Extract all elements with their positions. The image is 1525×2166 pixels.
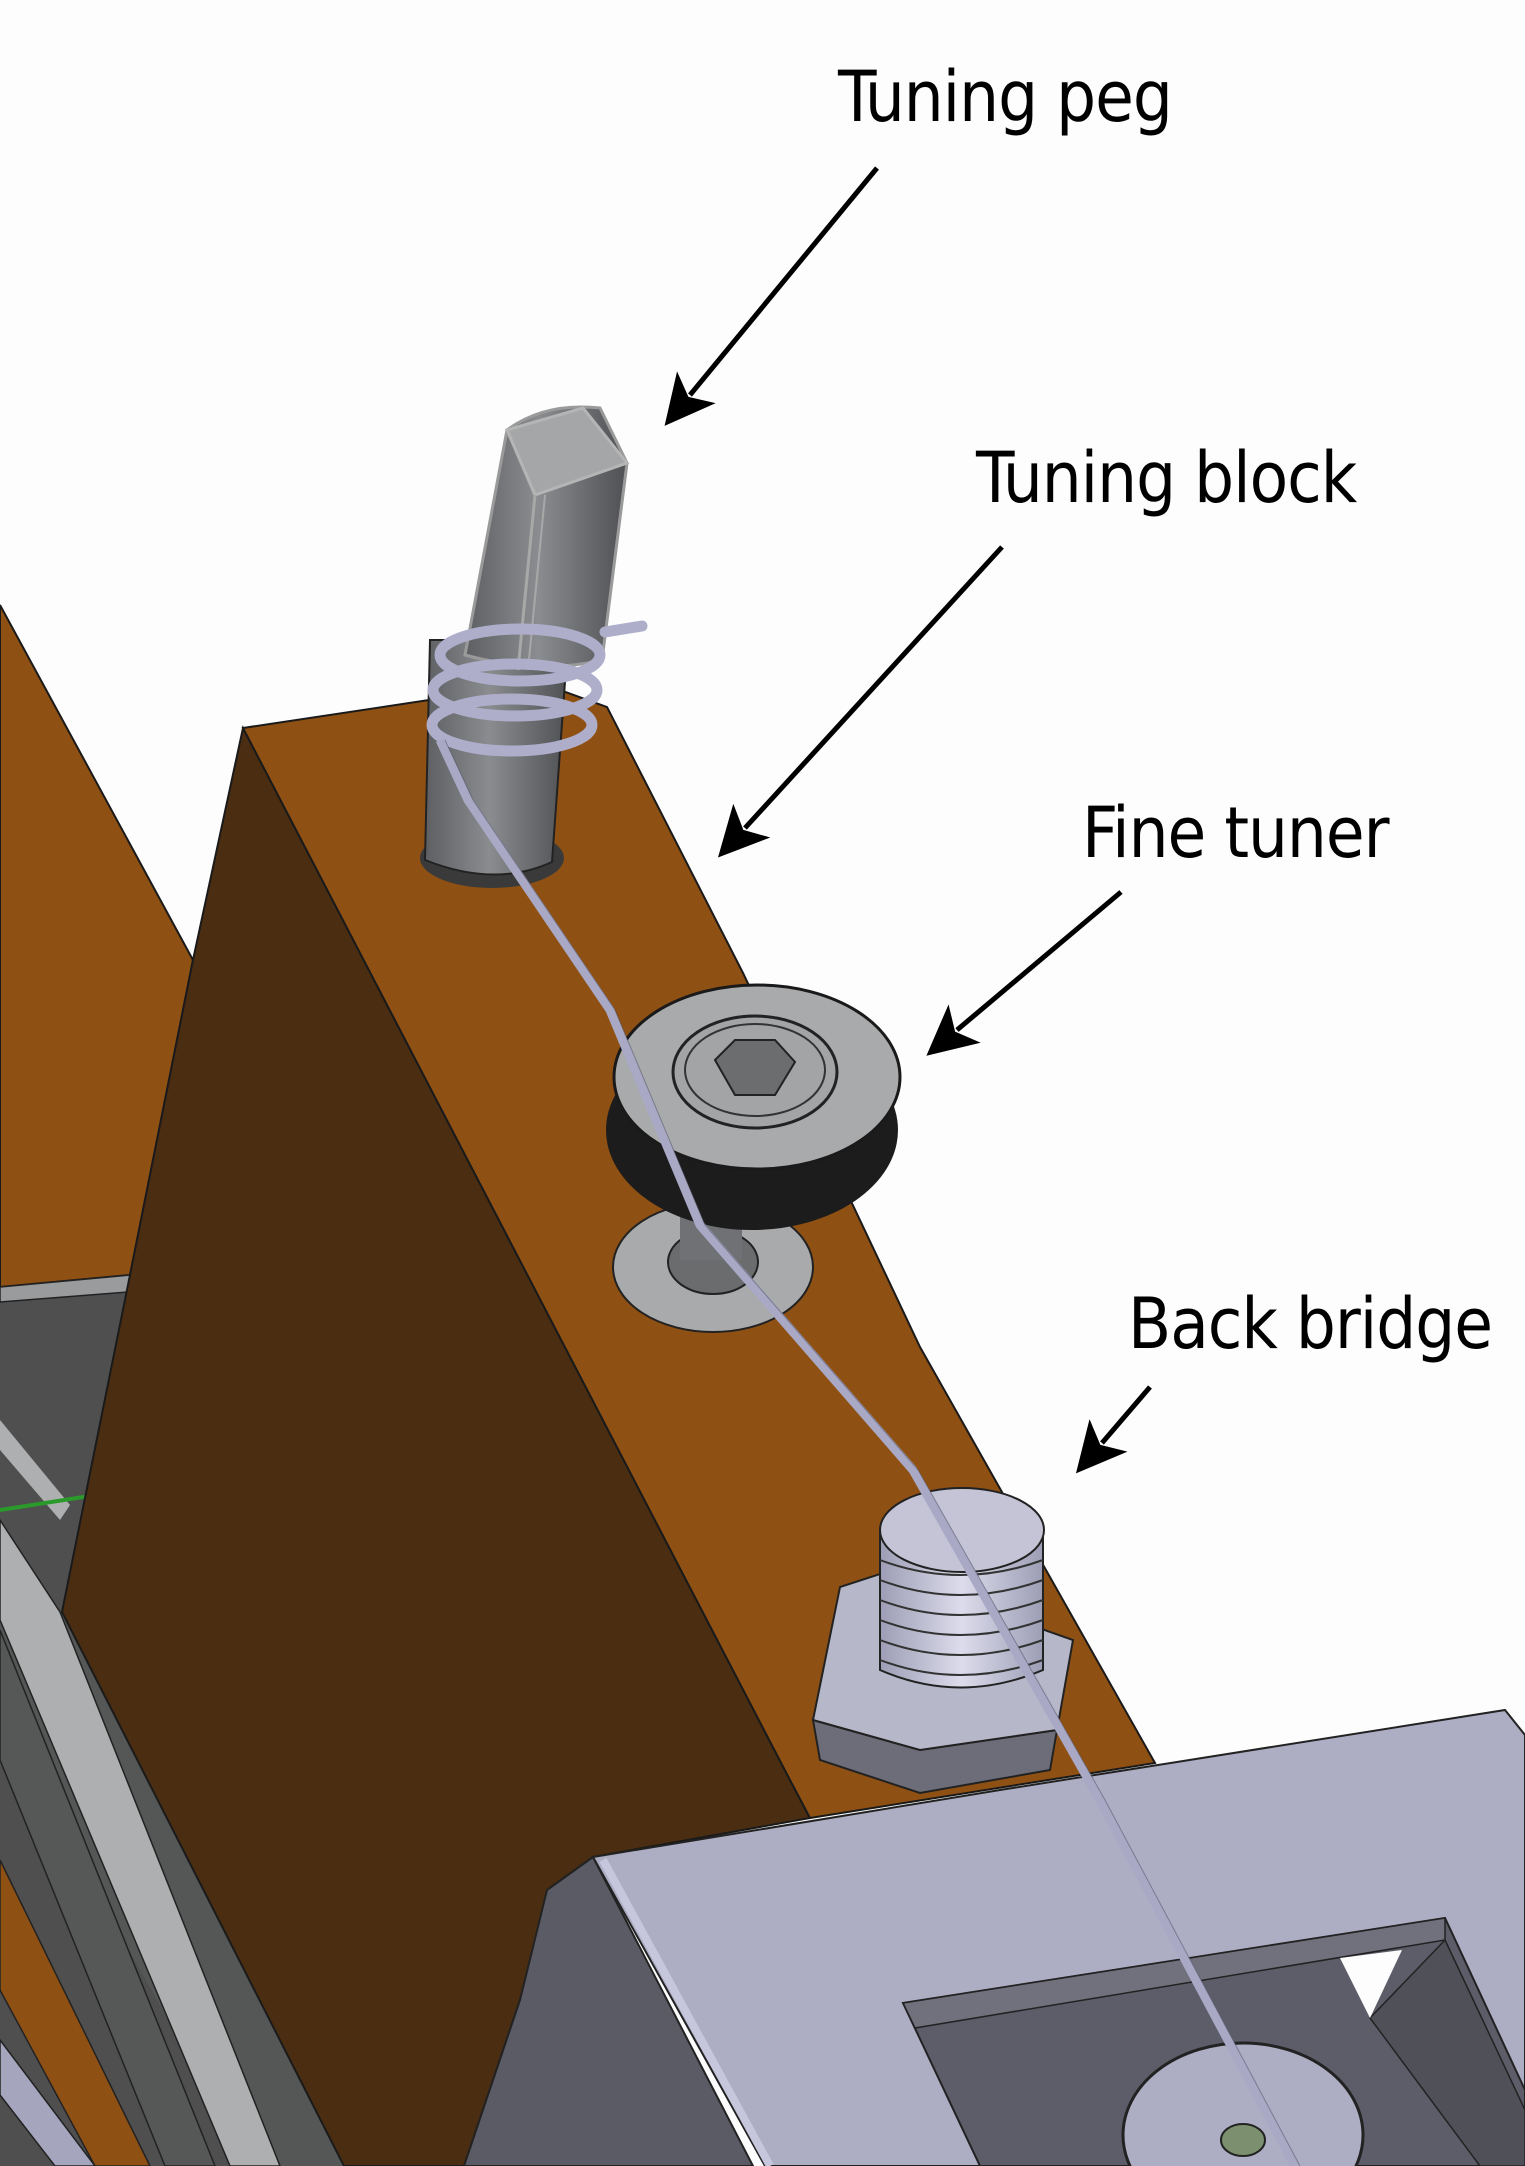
tuning-peg-edge — [516, 494, 537, 671]
rail-stripe-light-2 — [0, 1518, 281, 2166]
label-fine-tuner: Fine tuner — [1082, 792, 1389, 874]
hex-socket-icon — [713, 1039, 797, 1096]
window-notch — [1340, 1950, 1402, 2018]
tuning-peg-edge-2 — [527, 494, 546, 671]
string — [435, 738, 1299, 2166]
arrow-tuning-peg — [664, 166, 879, 426]
rail-orange-band — [0, 1859, 151, 2166]
back-bridge-side — [462, 1855, 755, 2166]
label-back-bridge: Back bridge — [1128, 1283, 1493, 1365]
tuning-peg-tip — [504, 406, 630, 497]
bridge-pin — [1220, 2123, 1266, 2157]
bridge-disc — [1121, 2041, 1365, 2166]
rail-stripe-light — [0, 1420, 70, 1520]
arrow-fine-tuner — [926, 890, 1123, 1056]
back-bridge-window-inner — [1369, 1938, 1525, 2166]
arrow-tuning-block — [718, 545, 1004, 858]
string-coil-end — [599, 620, 648, 638]
string-coil — [426, 623, 606, 757]
back-bridge-bolt — [879, 1529, 1044, 1689]
arrow-back-bridge — [1075, 1385, 1152, 1474]
label-tuning-peg: Tuning peg — [838, 56, 1173, 138]
rail-stripe-mid — [0, 1629, 216, 2166]
fine-tuner-recess-inner — [684, 1023, 826, 1117]
back-bridge-fold — [599, 1858, 774, 2166]
bolt-top — [879, 1487, 1045, 1573]
rail-lavender-band — [0, 2038, 96, 2166]
bolt-threads — [879, 1559, 1044, 1676]
string-edge — [444, 739, 1301, 2166]
label-tuning-block: Tuning block — [976, 437, 1357, 519]
